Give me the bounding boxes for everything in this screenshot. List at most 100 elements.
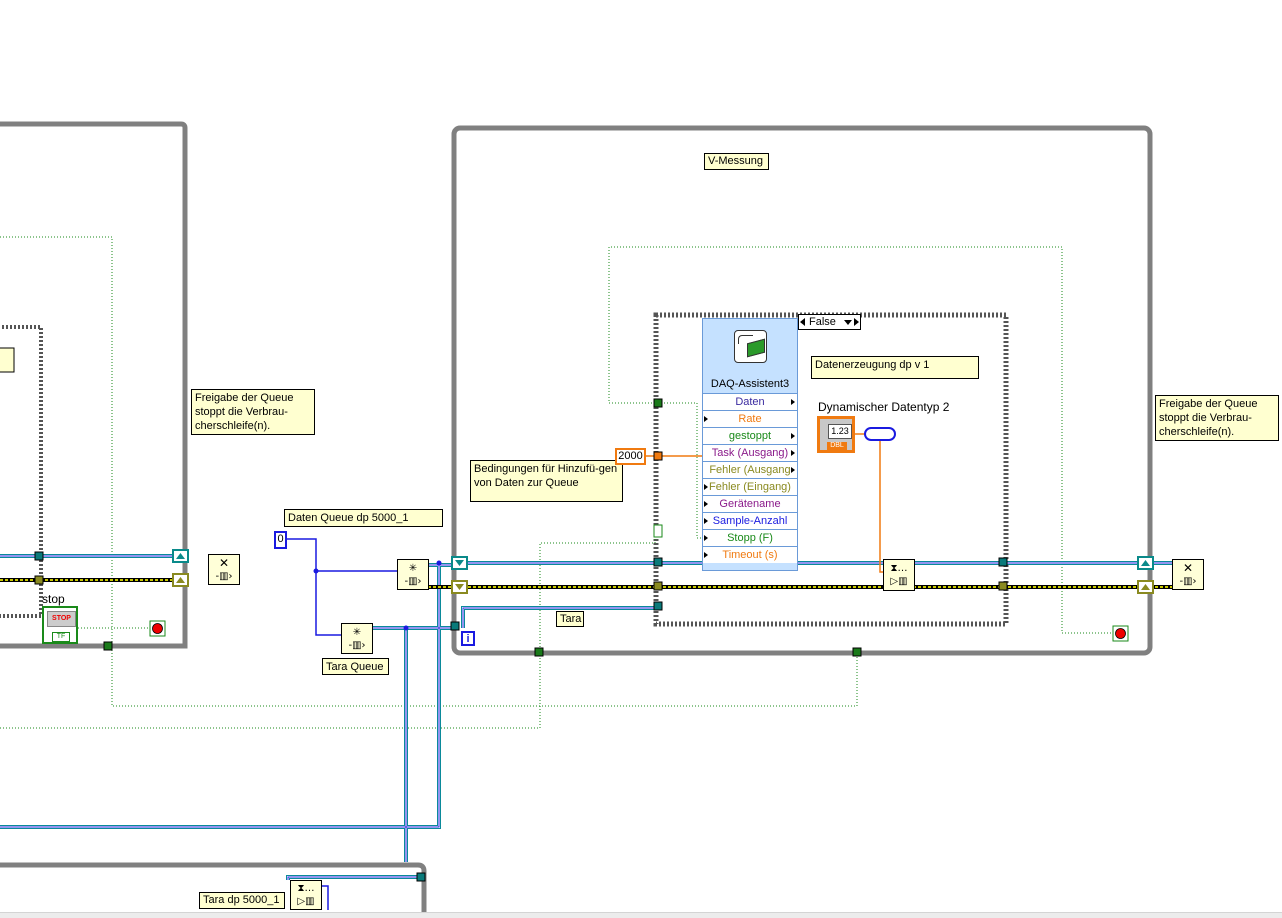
release-queue-left-node[interactable]: ✕-▥›	[208, 554, 240, 585]
queue-icon: -▥›	[1179, 575, 1197, 587]
daq-terminal[interactable]: Daten	[703, 393, 797, 410]
daq-terminal-label: Sample-Anzahl	[712, 515, 788, 527]
stop-button-face[interactable]: STOP	[47, 611, 76, 627]
label-tara-dp: Tara dp 5000_1	[199, 892, 285, 909]
int-wire[interactable]	[322, 885, 329, 910]
terminal-arrow-icon	[791, 399, 795, 405]
queue-tunnel[interactable]	[416, 872, 426, 882]
queue-tunnel[interactable]	[34, 551, 44, 561]
daq-terminal[interactable]: gestoppt	[703, 427, 797, 444]
label-dynamischer-datentyp: Dynamischer Datentyp 2	[818, 400, 950, 414]
queue-icon: -▥›	[348, 639, 366, 651]
boolean-wire[interactable]	[0, 236, 858, 707]
case-structure-right[interactable]	[653, 312, 1009, 627]
daq-terminal[interactable]: Fehler (Ausgang	[703, 461, 797, 478]
left-constant-box	[0, 347, 15, 373]
dropdown-icon[interactable]	[844, 320, 852, 325]
numeric-tunnel[interactable]	[653, 451, 663, 461]
rate-constant[interactable]: 2000	[615, 448, 646, 465]
boolean-tunnel[interactable]	[103, 641, 113, 651]
daq-title: DAQ-Assistent3	[710, 378, 790, 390]
dbl-control[interactable]: 1.23 DBL	[817, 416, 855, 453]
queue-tunnel[interactable]	[450, 621, 460, 631]
dbl-value: 1.23	[828, 424, 852, 439]
hourglass-icon: ⧗…	[297, 883, 315, 894]
boolean-tunnel[interactable]	[852, 647, 862, 657]
horizontal-scrollbar[interactable]	[0, 912, 1282, 918]
queue-icon: ▷▥	[890, 576, 908, 587]
boolean-wire[interactable]	[658, 402, 705, 539]
boolean-wire[interactable]	[608, 246, 1113, 634]
boolean-tunnel[interactable]	[653, 398, 663, 408]
obtain-queue-tara-node[interactable]: ✳-▥›	[341, 623, 373, 654]
queue-size-constant[interactable]: 0	[274, 531, 287, 549]
daq-terminal[interactable]: Task (Ausgang)	[703, 444, 797, 461]
obtain-queue-data-node[interactable]: ✳-▥›	[397, 559, 429, 590]
error-tunnel[interactable]	[998, 581, 1008, 591]
daq-terminal-label: Fehler (Ausgang	[709, 464, 791, 476]
daq-terminal[interactable]: Rate	[703, 410, 797, 427]
daq-terminal[interactable]: Timeout (s)	[703, 546, 797, 563]
loop-condition-icon[interactable]	[1112, 625, 1129, 642]
queue-tunnel[interactable]	[653, 557, 663, 567]
comment-release-right: Freigabe der Queue stoppt die Verbrau-ch…	[1155, 395, 1279, 441]
stop-button-control[interactable]: STOP TF	[42, 606, 78, 644]
terminal-arrow-icon	[704, 501, 708, 507]
queue-tunnel[interactable]	[653, 601, 663, 611]
while-loop-right[interactable]	[451, 125, 1153, 656]
while-loop-left[interactable]	[0, 121, 188, 649]
boolean-tunnel[interactable]	[534, 647, 544, 657]
comment-release-left: Freigabe der Queue stoppt die Verbrau-ch…	[191, 389, 315, 435]
queue-icon: -▥›	[404, 575, 422, 587]
label-stop: stop	[42, 592, 65, 606]
daq-terminal[interactable]: Stopp (F)	[703, 529, 797, 546]
sparkle-icon: ✳	[408, 562, 418, 574]
queue-icon: -▥›	[215, 570, 233, 582]
iteration-terminal: i	[461, 631, 475, 646]
daq-terminal-label: Stopp (F)	[727, 532, 773, 544]
terminal-arrow-icon	[704, 416, 708, 422]
daq-terminal[interactable]: Sample-Anzahl	[703, 512, 797, 529]
daq-terminal-label: Timeout (s)	[722, 549, 778, 561]
daq-terminal-label: gestoppt	[728, 430, 772, 442]
comment-datenerzeugung: Datenerzeugung dp v 1	[811, 356, 979, 379]
daq-terminal-label: Task (Ausgang)	[711, 447, 789, 459]
increment-case-icon[interactable]	[854, 318, 859, 326]
comment-v-messung: V-Messung	[704, 153, 769, 170]
label-tara: Tara	[556, 611, 584, 627]
hourglass-icon: ⧗…	[890, 563, 908, 574]
terminal-arrow-icon	[791, 467, 795, 473]
error-tunnel[interactable]	[34, 575, 44, 585]
loop-condition-icon[interactable]	[149, 620, 166, 637]
boolean-indicator[interactable]	[653, 524, 663, 538]
case-selector-value: False	[809, 316, 836, 328]
case-selector[interactable]: False	[798, 314, 861, 330]
queue-icon: ▷▥	[297, 896, 315, 907]
error-tunnel[interactable]	[653, 581, 663, 591]
daq-card-icon	[734, 330, 767, 363]
release-queue-right-node[interactable]: ✕-▥›	[1172, 559, 1204, 590]
daq-terminal[interactable]: Fehler (Eingang)	[703, 478, 797, 495]
dequeue-element-node[interactable]: ⧗… ▷▥	[290, 880, 322, 910]
daq-terminal[interactable]: Gerätename	[703, 495, 797, 512]
terminal-arrow-icon	[704, 518, 708, 524]
terminal-arrow-icon	[704, 552, 708, 558]
close-icon: ✕	[218, 555, 230, 570]
queue-wire[interactable]	[0, 565, 441, 829]
terminal-arrow-icon	[791, 433, 795, 439]
decrement-case-icon[interactable]	[800, 318, 805, 326]
daq-terminal-label: Fehler (Eingang)	[709, 481, 791, 493]
terminal-arrow-icon	[704, 484, 708, 490]
while-loop-bottom[interactable]	[0, 862, 427, 917]
convert-to-dynamic-data-icon[interactable]	[864, 427, 896, 441]
case-structure-left[interactable]	[0, 325, 43, 618]
int-wire[interactable]	[286, 538, 341, 636]
enqueue-element-node[interactable]: ⧗… ▷▥	[883, 559, 915, 591]
numeric-wire[interactable]	[879, 441, 884, 573]
close-icon: ✕	[1182, 560, 1194, 575]
queue-tunnel[interactable]	[998, 557, 1008, 567]
comment-bedingungen: Bedingungen für Hinzufü-gen von Daten zu…	[470, 460, 623, 502]
boolean-wire[interactable]	[0, 532, 656, 729]
